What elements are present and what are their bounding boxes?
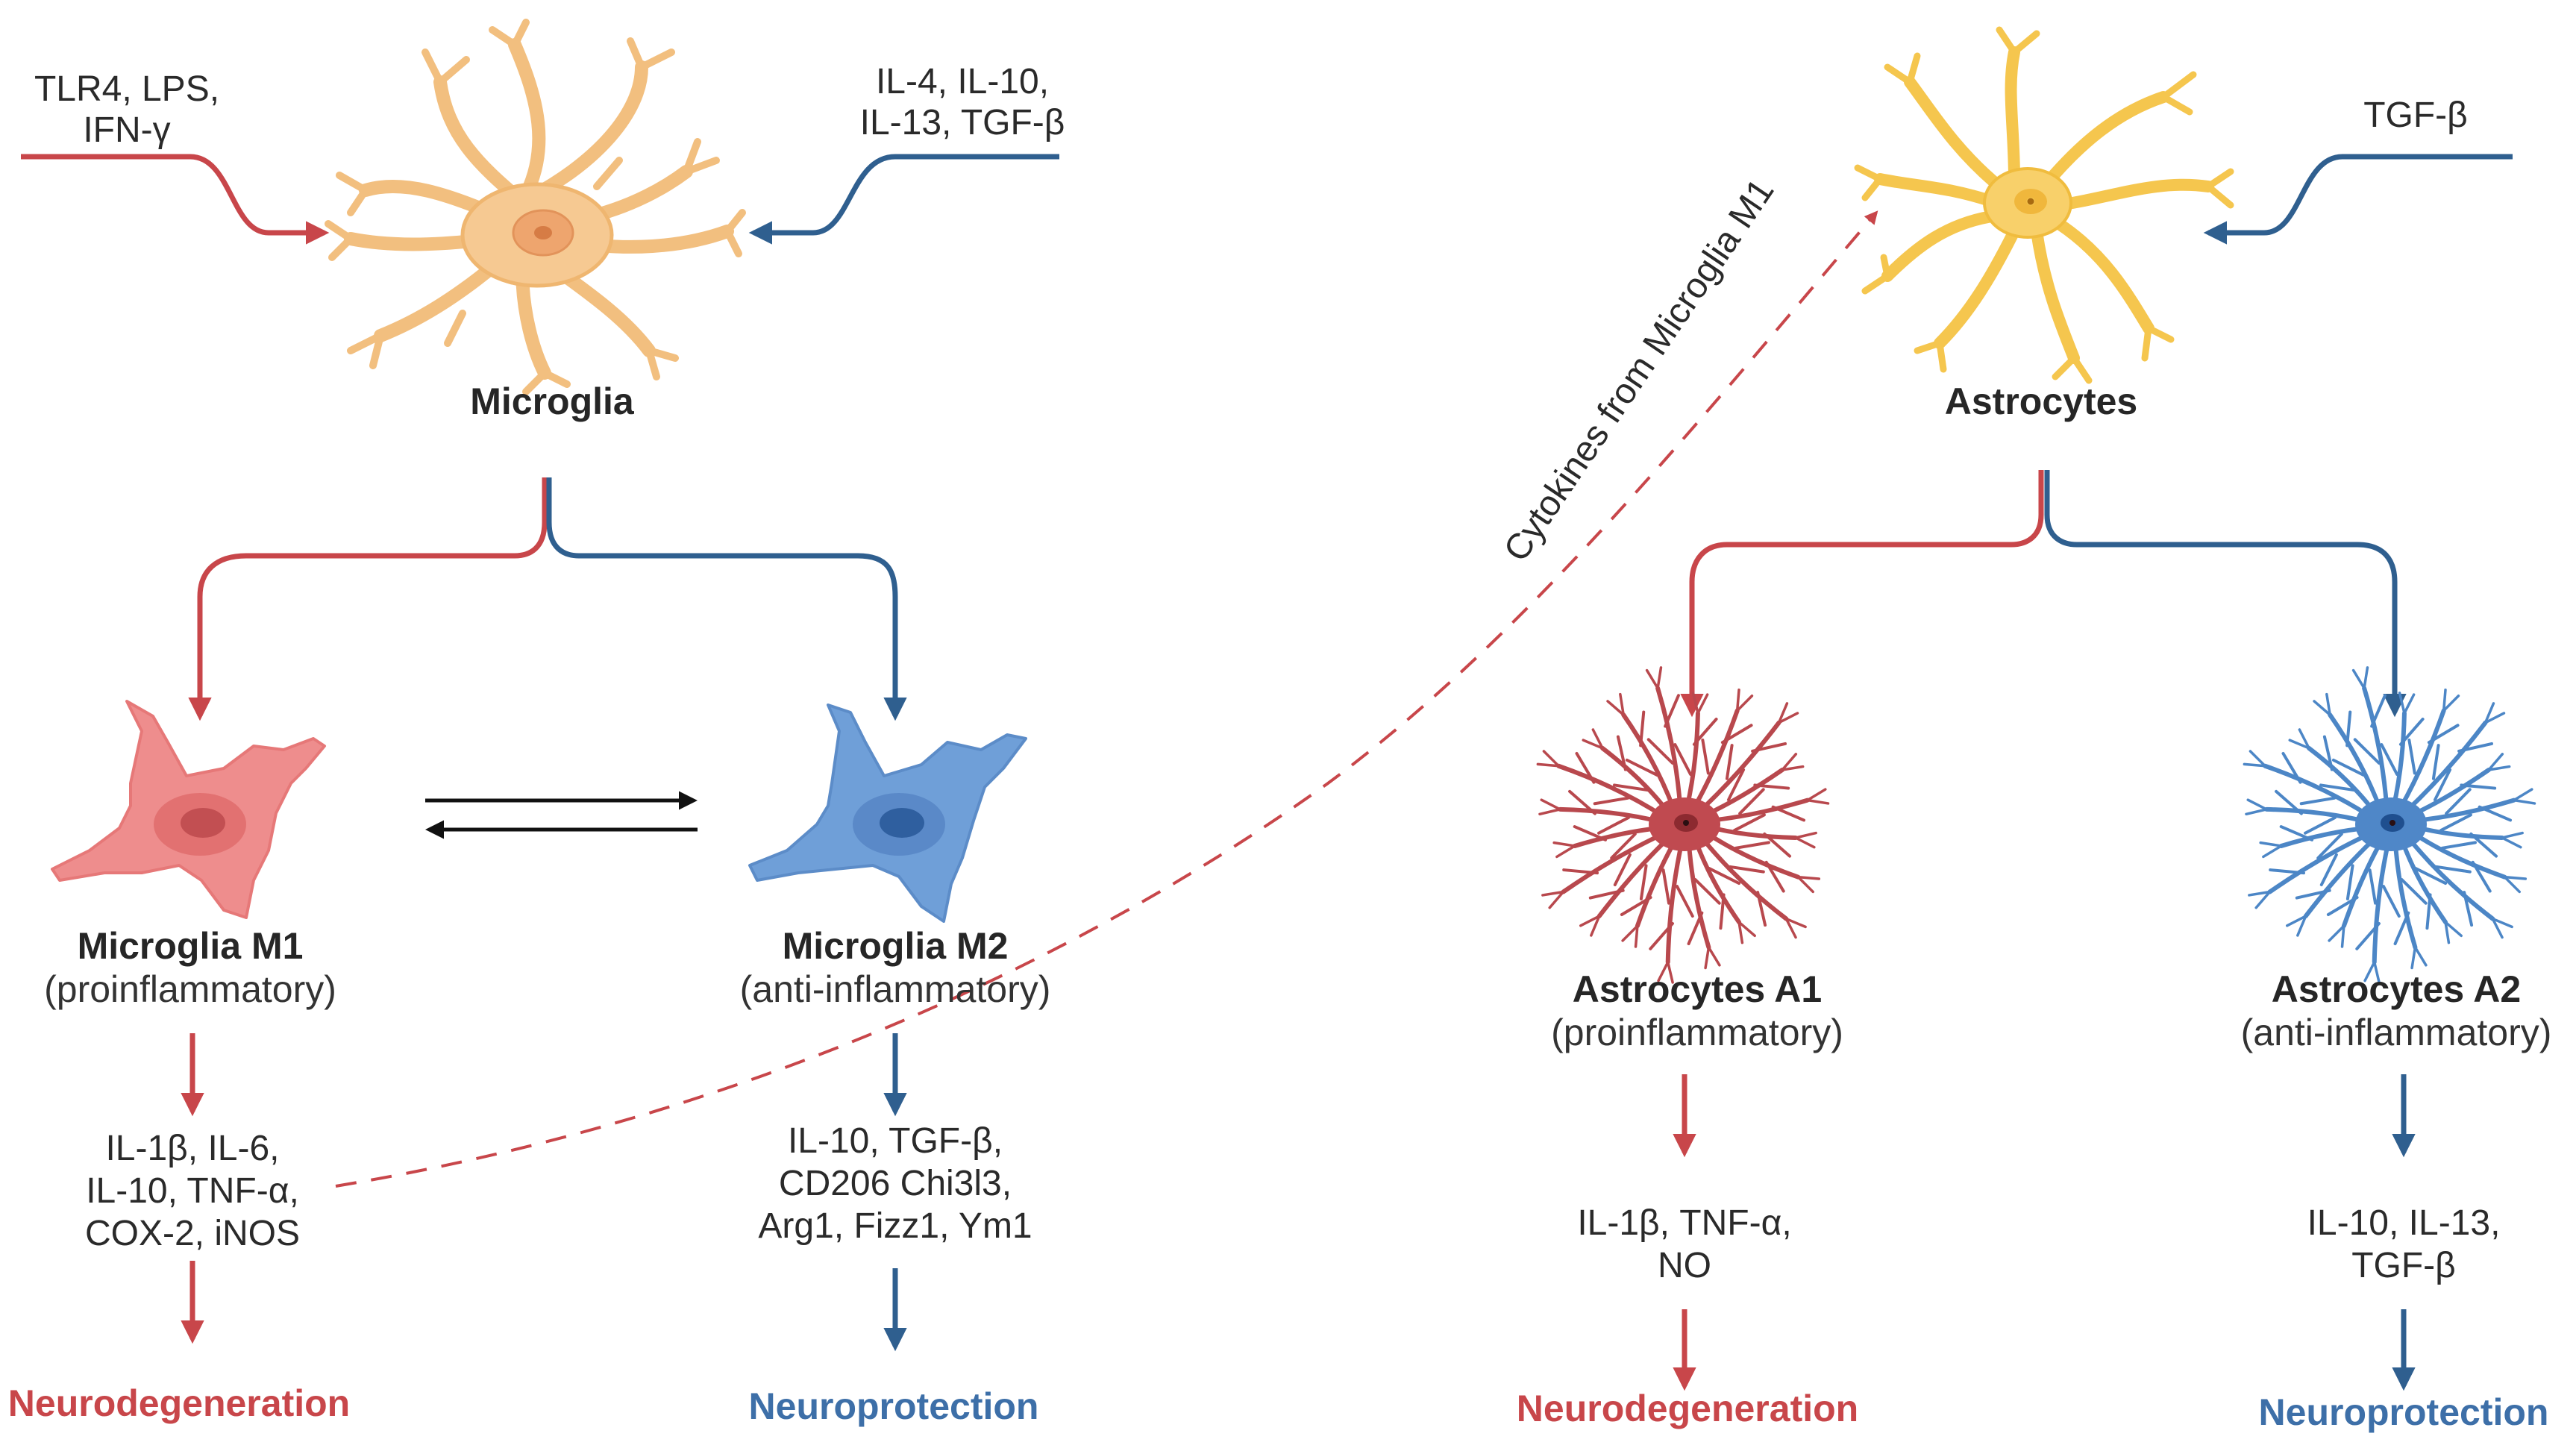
a2-subtitle: (anti-inflammatory): [2241, 1012, 2552, 1053]
a1-factors-line-2: NO: [1658, 1246, 1711, 1285]
astrocyte-a2-cell-icon: [2243, 666, 2536, 984]
astrocytes-title: Astrocytes: [1945, 380, 2137, 422]
astrocytes-to-a2-arrow: [2044, 470, 2407, 718]
microglia-antiinflammatory-input-arrow: [748, 154, 1059, 245]
a1-subtitle: (proinflammatory): [1551, 1012, 1843, 1053]
m2-subtitle: (anti-inflammatory): [740, 968, 1051, 1010]
astrocyte-cell-icon: [1854, 26, 2234, 384]
a1-factors-line-1: IL-1β, TNF-α,: [1577, 1203, 1791, 1243]
astrocyte-a1-cell-icon: [1536, 666, 1830, 984]
cytokine-crosstalk-dashed-arrow: [335, 210, 1878, 1188]
microglia-m1-cell-icon: [51, 700, 326, 919]
astrocyte-anti-input-label: TGF-β: [2363, 95, 2468, 135]
microglia-title: Microglia: [470, 380, 635, 422]
m2-title: Microglia M2: [783, 925, 1009, 967]
astrocytes-to-a1-arrow: [1680, 470, 2044, 718]
m1-subtitle: (proinflammatory): [44, 968, 336, 1010]
m1-factors-line-3: COX-2, iNOS: [85, 1214, 300, 1253]
microglia-m2-cell-icon: [748, 703, 1027, 923]
a2-title: Astrocytes A2: [2272, 968, 2521, 1010]
microglia-to-m2-arrow: [546, 477, 907, 721]
m1-factors-line-1: IL-1β, IL-6,: [105, 1129, 279, 1168]
microglia-anti-input-label-1: IL-4, IL-10,: [876, 62, 1049, 101]
a2-factors-line-2: TGF-β: [2351, 1246, 2456, 1285]
microglia-to-m1-arrow: [188, 477, 548, 721]
astrocyte-antiinflammatory-input-arrow: [2203, 154, 2513, 245]
a1-outcome-neurodegeneration: Neurodegeneration: [1517, 1388, 1858, 1429]
a1-title: Astrocytes A1: [1573, 968, 1822, 1010]
cytokine-crosstalk-label: Cytokines from Microglia M1: [1497, 172, 1782, 569]
m1-factors-line-2: IL-10, TNF-α,: [86, 1171, 299, 1211]
m1-title: Microglia M1: [78, 925, 304, 967]
microglia-pro-input-label-1: TLR4, LPS,: [34, 69, 219, 109]
a2-outcome-neuroprotection: Neuroprotection: [2259, 1391, 2549, 1433]
m2-factors-line-1: IL-10, TGF-β,: [788, 1121, 1003, 1161]
m2-factors-line-2: CD206 Chi3l3,: [779, 1164, 1012, 1203]
microglia-proinflammatory-input-arrow: [21, 154, 330, 245]
m2-factors-line-3: Arg1, Fizz1, Ym1: [758, 1206, 1032, 1246]
microglia-cell-icon: [325, 19, 746, 395]
microglia-anti-input-label-2: IL-13, TGF-β: [860, 103, 1065, 142]
microglia-pro-input-label-2: IFN-γ: [83, 110, 170, 150]
a2-factors-line-1: IL-10, IL-13,: [2307, 1203, 2501, 1243]
m2-outcome-neuroprotection: Neuroprotection: [749, 1385, 1039, 1427]
m1-outcome-neurodegeneration: Neurodegeneration: [8, 1382, 350, 1424]
